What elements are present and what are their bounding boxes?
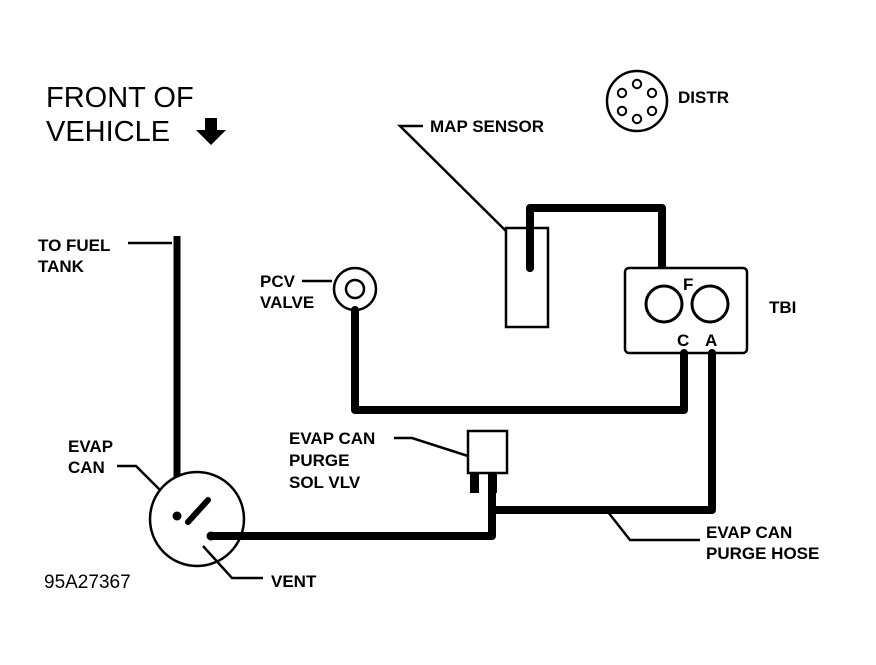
canister-to-purge-valve-hose — [207, 481, 496, 540]
tbi-label: TBI — [769, 298, 796, 317]
map-to-tbi-hose — [526, 204, 666, 272]
front-of-vehicle-line2: VEHICLE — [46, 116, 170, 148]
purge-valve-label-line2: PURGE — [289, 451, 349, 470]
purge-hose-label-line1: EVAP CAN — [706, 523, 792, 542]
front-of-vehicle-line1: FRONT OF — [46, 82, 194, 114]
vent-leader — [202, 545, 263, 580]
distributor — [605, 69, 669, 133]
pcv-valve — [332, 266, 378, 312]
tbi-port-c-label: C — [677, 331, 689, 350]
to-fuel-tank-label-line2: TANK — [38, 257, 85, 276]
purge-valve-leader — [394, 436, 469, 458]
distributor-label: DISTR — [678, 88, 729, 107]
evap-can-label-line2: CAN — [68, 458, 105, 477]
evap-can-leader — [117, 464, 161, 491]
purge-hose-leader — [607, 511, 700, 542]
pcv-valve-label-line1: PCV — [260, 272, 296, 291]
map-sensor-leader — [396, 124, 516, 241]
tbi-port-f-label: F — [683, 275, 693, 294]
figure-code: 95A27367 — [44, 572, 131, 593]
front-of-vehicle-indicator: FRONT OF VEHICLE — [46, 82, 226, 148]
pcv-to-tbi-hose — [351, 306, 688, 414]
purge-hose-label-line2: PURGE HOSE — [706, 544, 819, 563]
evap-can-purge-hose — [488, 349, 716, 514]
tbi-port-a-label: A — [705, 331, 717, 350]
down-arrow-icon — [196, 118, 226, 145]
to-fuel-tank-label-line1: TO FUEL — [38, 236, 110, 255]
evap-canister — [148, 470, 246, 568]
purge-valve-label-line1: EVAP CAN — [289, 429, 375, 448]
purge-solenoid-valve — [466, 429, 509, 493]
purge-valve-label-line3: SOL VLV — [289, 473, 361, 492]
vent-label: VENT — [271, 572, 317, 591]
pcv-valve-label-line2: VALVE — [260, 293, 314, 312]
evap-can-label-line1: EVAP — [68, 437, 113, 456]
map-sensor-label: MAP SENSOR — [430, 117, 544, 136]
